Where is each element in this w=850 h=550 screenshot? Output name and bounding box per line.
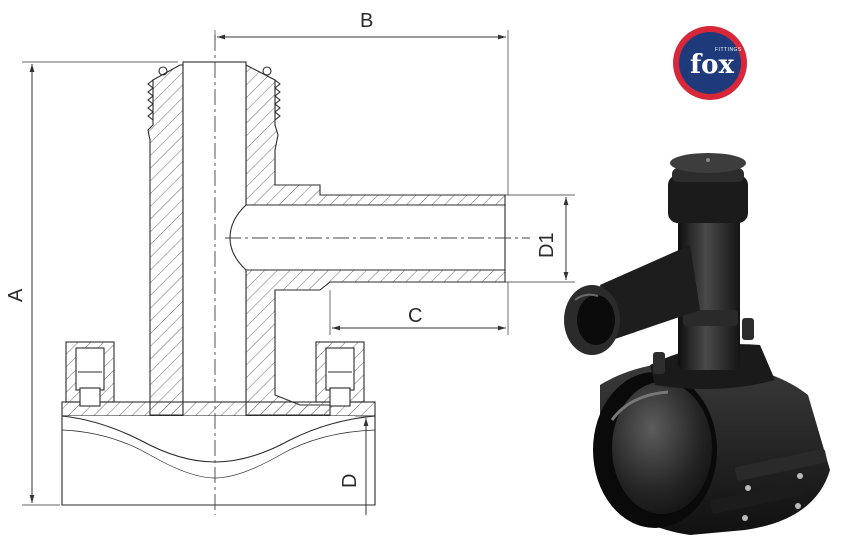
dimension-label-d: D [339,474,361,488]
product-photo [564,153,830,535]
center-lines [214,35,530,515]
spigot-left-wall [147,64,184,416]
logo-small-text: FITTINGS [715,47,742,53]
dimension-label-a: A [5,288,27,302]
section-view [61,61,506,506]
dimension-lines [22,30,575,515]
dimension-label-b: B [360,10,373,32]
dimension-label-d1: D1 [536,232,558,258]
logo-main-text: fox [690,50,735,80]
logo-disc [679,32,741,94]
brand-logo: FITTINGS fox [671,24,749,102]
dimension-label-c: C [408,305,422,327]
